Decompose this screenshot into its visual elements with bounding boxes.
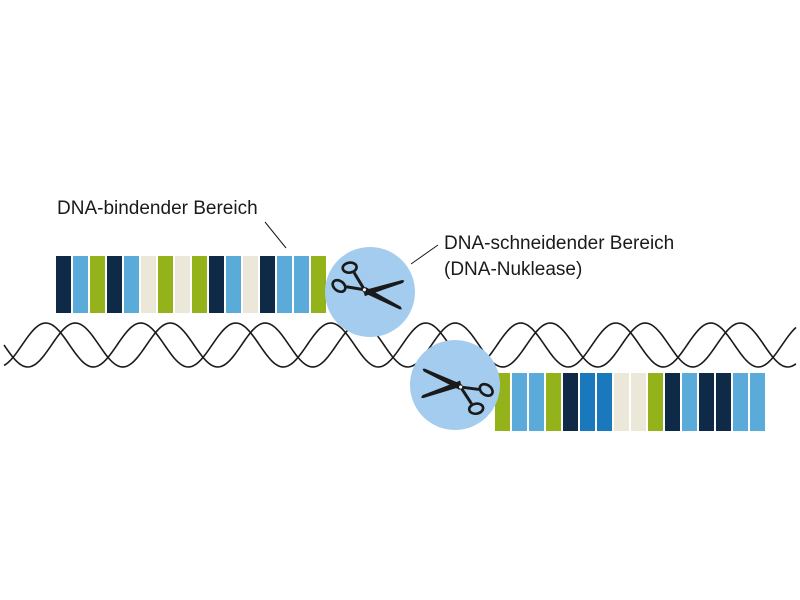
binding-segment bbox=[90, 256, 105, 313]
binding-segment bbox=[648, 373, 663, 431]
binding-segment bbox=[243, 256, 258, 313]
binding-segment bbox=[73, 256, 88, 313]
binding-domain-leader-line bbox=[264, 221, 287, 249]
dna-double-helix bbox=[3, 322, 797, 368]
binding-segment bbox=[682, 373, 697, 431]
binding-segment bbox=[175, 256, 190, 313]
scissors-icon bbox=[421, 368, 494, 416]
binding-segment bbox=[699, 373, 714, 431]
binding-segment bbox=[56, 256, 71, 313]
binding-segment bbox=[597, 373, 612, 431]
binding-segment bbox=[733, 373, 748, 431]
binding-segment bbox=[563, 373, 578, 431]
binding-segment bbox=[631, 373, 646, 431]
upper-dna-binding-domain bbox=[56, 256, 326, 313]
upper-nuclease bbox=[325, 247, 415, 337]
binding-segment bbox=[192, 256, 207, 313]
binding-segment bbox=[665, 373, 680, 431]
binding-segment bbox=[277, 256, 292, 313]
lower-nuclease bbox=[410, 340, 500, 430]
binding-segment bbox=[529, 373, 544, 431]
binding-segment bbox=[260, 256, 275, 313]
nuclease-label: (DNA-Nuklease) bbox=[444, 259, 582, 280]
binding-segment bbox=[546, 373, 561, 431]
binding-segment bbox=[580, 373, 595, 431]
dna-strand-a bbox=[3, 322, 797, 368]
binding-segment bbox=[141, 256, 156, 313]
dna-strand-b bbox=[3, 322, 797, 368]
lower-dna-binding-domain bbox=[495, 373, 765, 431]
binding-segment bbox=[750, 373, 765, 431]
binding-domain-label: DNA-bindender Bereich bbox=[57, 198, 258, 219]
binding-segment bbox=[158, 256, 173, 313]
binding-segment bbox=[716, 373, 731, 431]
binding-segment bbox=[294, 256, 309, 313]
binding-segment bbox=[311, 256, 326, 313]
binding-segment bbox=[614, 373, 629, 431]
binding-segment bbox=[124, 256, 139, 313]
binding-segment bbox=[107, 256, 122, 313]
binding-segment bbox=[226, 256, 241, 313]
cutting-domain-label: DNA-schneidender Bereich bbox=[444, 233, 674, 254]
scissors-icon bbox=[331, 261, 405, 310]
binding-segment bbox=[512, 373, 527, 431]
cutting-domain-leader-line bbox=[410, 244, 439, 265]
binding-segment bbox=[209, 256, 224, 313]
